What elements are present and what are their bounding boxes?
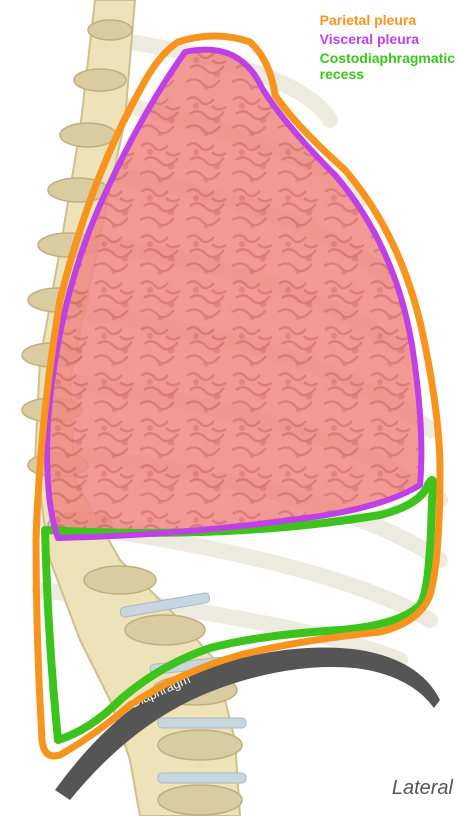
legend-recess-line2: recess — [320, 66, 364, 82]
legend-parietal-pleura: Parietal pleura — [320, 12, 455, 28]
legend-costodiaphragmatic-recess: Costodiaphragmatic recess — [320, 50, 455, 82]
view-label: Lateral — [392, 777, 453, 800]
legend-visceral-pleura: Visceral pleura — [320, 31, 455, 47]
legend: Parietal pleura Visceral pleura Costodia… — [320, 12, 455, 85]
legend-recess-line1: Costodiaphragmatic — [320, 50, 455, 66]
